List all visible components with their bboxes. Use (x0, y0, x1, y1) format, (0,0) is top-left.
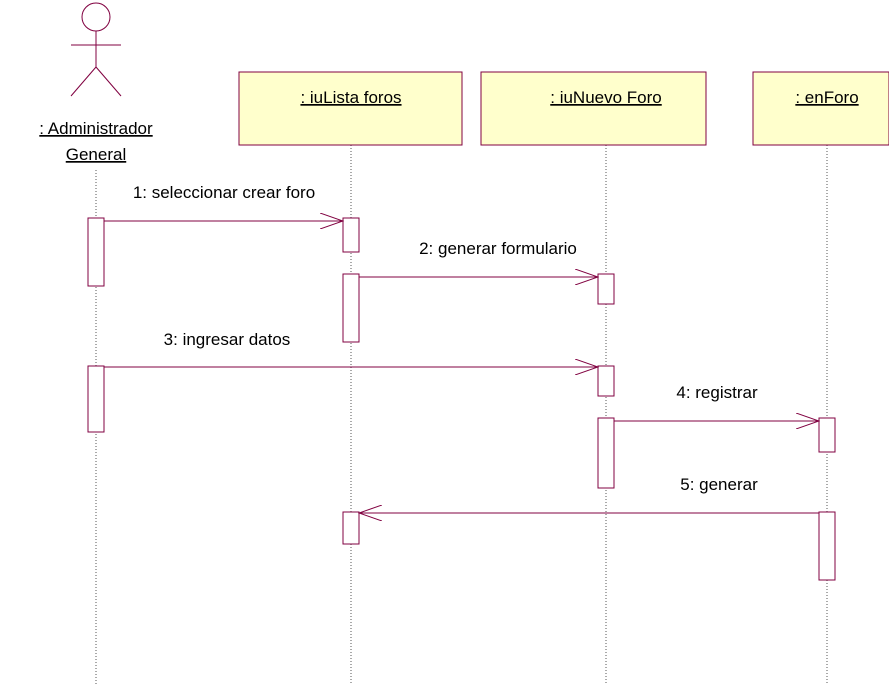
actor-label-line2: General (66, 145, 126, 164)
activation-bar (818, 511, 836, 581)
message-5: 5: generar (359, 475, 819, 513)
message-label: 1: seleccionar crear foro (133, 183, 315, 202)
message-1: 1: seleccionar crear foro (104, 183, 343, 221)
activation-bar (597, 417, 615, 489)
activation-bar (342, 217, 360, 253)
message-label: 2: generar formulario (419, 239, 577, 258)
activation-bar (342, 273, 360, 343)
message-label: 4: registrar (676, 383, 758, 402)
stick-figure-actor-icon (70, 2, 122, 97)
message-4: 4: registrar (614, 383, 819, 421)
object-label: : enForo (795, 88, 858, 107)
message-label: 3: ingresar datos (164, 330, 291, 349)
activation-bar (597, 365, 615, 397)
message-2: 2: generar formulario (359, 239, 598, 277)
object-label: : iuNuevo Foro (550, 88, 662, 107)
object-label: : iuLista foros (300, 88, 401, 107)
object-enforo: : enForo (752, 71, 889, 146)
activation-bar (87, 365, 105, 433)
activation-bar (818, 417, 836, 453)
message-label: 5: generar (680, 475, 758, 494)
activation-bar (597, 273, 615, 305)
object-iulista-foros: : iuLista foros (238, 71, 463, 146)
message-3: 3: ingresar datos (104, 330, 598, 367)
activation-bar (87, 217, 105, 287)
actor-label-line1: : Administrador (39, 119, 153, 138)
activation-bar (342, 511, 360, 545)
object-iunuevo-foro: : iuNuevo Foro (480, 71, 707, 146)
